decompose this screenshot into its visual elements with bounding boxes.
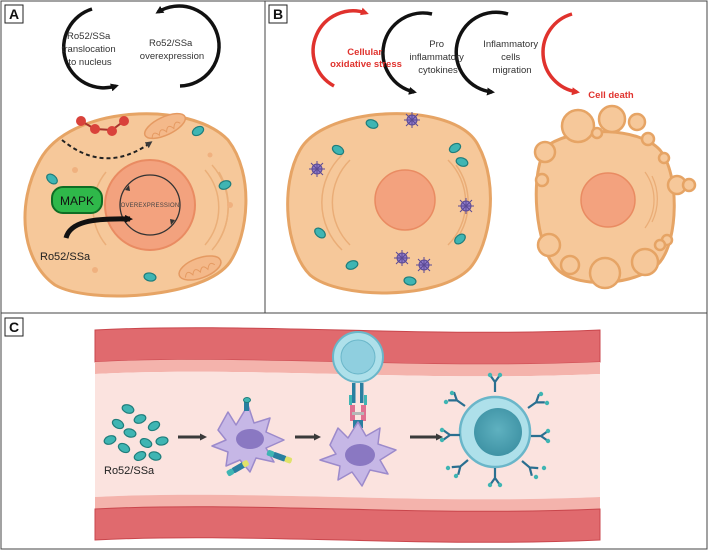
antigens-b bbox=[314, 119, 469, 286]
cell-b-inflamed bbox=[286, 112, 492, 295]
antibody-tips bbox=[439, 372, 551, 488]
antigen-cluster bbox=[103, 404, 169, 462]
dashed-arrow-a bbox=[61, 139, 153, 160]
svg-text:MAPK: MAPK bbox=[60, 194, 94, 208]
mapk-badge: MAPK bbox=[51, 186, 103, 214]
cell-b-dying bbox=[533, 104, 697, 290]
svg-text:B: B bbox=[273, 6, 283, 22]
cycle-arrow-oxidative bbox=[311, 7, 369, 88]
dendritic-cell-1 bbox=[211, 397, 293, 476]
panel-a-label: A bbox=[4, 4, 24, 24]
ro52-label-c: Ro52/SSa bbox=[104, 465, 155, 477]
ro52-label-a: Ro52/SSa bbox=[40, 251, 91, 263]
label-oxidative-stress: Cellular oxidative stress bbox=[330, 47, 402, 70]
nucleus-b bbox=[374, 169, 436, 231]
ros-molecules bbox=[76, 116, 129, 136]
mitochondrion-a1 bbox=[143, 112, 187, 140]
activated-t-cell bbox=[458, 395, 532, 469]
cycle-arrow-celldeath bbox=[541, 12, 580, 96]
cell-a: OVEREXPRESSION bbox=[23, 112, 248, 298]
overexpression-text: OVEREXPRESSION bbox=[121, 203, 180, 209]
cytokine-particles bbox=[309, 112, 474, 273]
nucleus-a bbox=[104, 159, 196, 251]
cycle-arrow-migration bbox=[454, 10, 509, 96]
svg-text:C: C bbox=[9, 319, 19, 335]
antigens-a bbox=[46, 125, 232, 282]
panel-c-label: C bbox=[4, 317, 24, 337]
label-overexpression: Ro52/SSa overexpression bbox=[140, 38, 204, 62]
mapk-arrow bbox=[63, 214, 133, 239]
cycle-arrow-translocation bbox=[61, 7, 119, 92]
overexpression-ring bbox=[119, 174, 181, 236]
mitochondrion-a2 bbox=[178, 255, 222, 281]
t-cell-1 bbox=[332, 331, 384, 428]
label-migration: Inflammatory cells migration bbox=[483, 39, 541, 76]
blebs bbox=[533, 104, 697, 290]
panel-b-label: B bbox=[268, 4, 288, 24]
svg-text:A: A bbox=[9, 6, 19, 22]
label-cell-death: Cell death bbox=[588, 90, 634, 101]
cycle-arrow-overexpression bbox=[155, 4, 221, 88]
label-translocation: Ro52/SSa translocation to nucleus bbox=[62, 31, 119, 68]
cycle-arrow-cytokines bbox=[381, 11, 433, 95]
label-cytokines: Pro inflammatory cytokines bbox=[409, 39, 466, 76]
dendritic-cell-2 bbox=[319, 421, 397, 487]
nucleus-b-dying bbox=[580, 172, 636, 228]
